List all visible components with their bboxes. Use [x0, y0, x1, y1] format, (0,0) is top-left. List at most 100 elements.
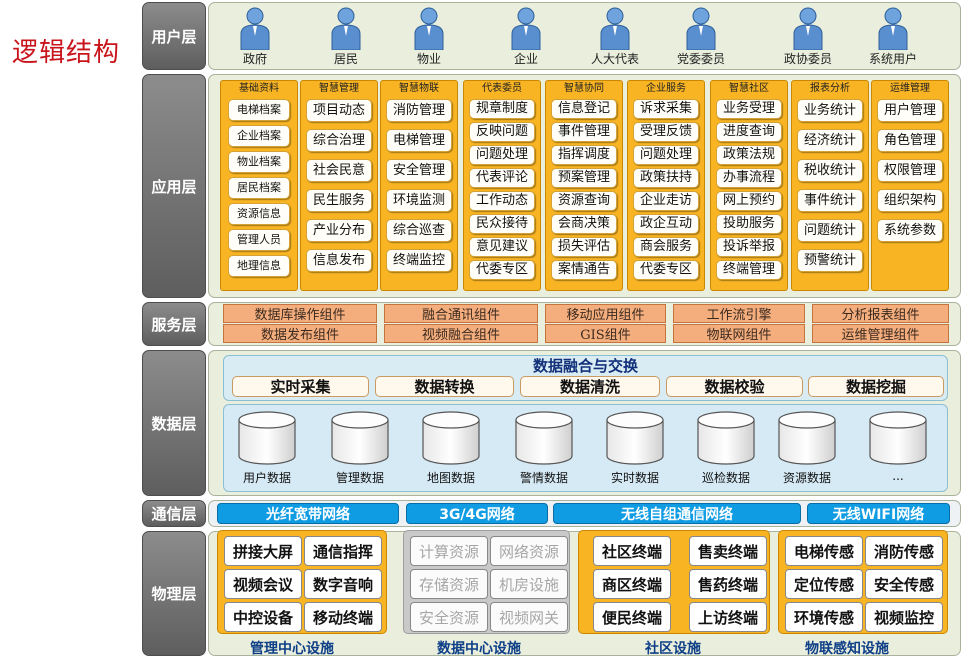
module-item[interactable]: 民众接待 [469, 214, 535, 234]
module-item[interactable]: 事件管理 [551, 122, 617, 142]
module-item[interactable]: 诉求采集 [633, 99, 699, 119]
facility-item[interactable]: 售卖终端 [689, 536, 767, 566]
facility-item[interactable]: 电梯传感 [785, 536, 863, 566]
service-component[interactable]: 数据库操作组件 [223, 304, 377, 323]
module-item[interactable]: 综合巡查 [386, 219, 452, 242]
module-item[interactable]: 电梯档案 [228, 99, 290, 121]
module-item[interactable]: 投助服务 [716, 214, 782, 234]
network-3[interactable]: 无线WIFI网络 [807, 503, 950, 524]
module-item[interactable]: 社会民意 [306, 159, 372, 182]
module-item[interactable]: 工作动态 [469, 191, 535, 211]
facility-item[interactable]: 移动终端 [304, 602, 382, 632]
module-item[interactable]: 代表评论 [469, 168, 535, 188]
module-item[interactable]: 政企互动 [633, 214, 699, 234]
facility-item[interactable]: 视频监控 [865, 602, 943, 632]
service-component[interactable]: 融合通讯组件 [384, 304, 538, 323]
facility-item[interactable]: 视频会议 [224, 569, 302, 599]
module-item[interactable]: 消防管理 [386, 99, 452, 122]
network-1[interactable]: 3G/4G网络 [406, 503, 548, 524]
service-component[interactable]: 运维管理组件 [812, 324, 949, 343]
module-item[interactable]: 税收统计 [797, 159, 863, 182]
module-item[interactable]: 办事流程 [716, 168, 782, 188]
module-item[interactable]: 产业分布 [306, 219, 372, 242]
module-item[interactable]: 民生服务 [306, 189, 372, 212]
module-item[interactable]: 资源查询 [551, 191, 617, 211]
facility-item[interactable]: 社区终端 [593, 536, 671, 566]
module-item[interactable]: 信息发布 [306, 249, 372, 272]
module-item[interactable]: 问题处理 [633, 145, 699, 165]
module-item[interactable]: 商会服务 [633, 237, 699, 257]
module-item[interactable]: 角色管理 [877, 129, 943, 152]
module-item[interactable]: 环境监测 [386, 189, 452, 212]
data-op[interactable]: 数据清洗 [520, 376, 660, 397]
data-op[interactable]: 实时采集 [232, 376, 369, 397]
service-component[interactable]: 物联网组件 [673, 324, 805, 343]
module-item[interactable]: 终端监控 [386, 249, 452, 272]
module-item[interactable]: 系统参数 [877, 219, 943, 242]
module-item[interactable]: 意见建议 [469, 237, 535, 257]
facility-item[interactable]: 机房设施 [490, 569, 568, 599]
facility-item[interactable]: 上访终端 [689, 602, 767, 632]
module-item[interactable]: 综合治理 [306, 129, 372, 152]
module-item[interactable]: 居民档案 [228, 177, 290, 199]
module-item[interactable]: 网上预约 [716, 191, 782, 211]
module-item[interactable]: 权限管理 [877, 159, 943, 182]
facility-item[interactable]: 数字音响 [304, 569, 382, 599]
service-component[interactable]: GIS组件 [545, 324, 666, 343]
module-item[interactable]: 信息登记 [551, 99, 617, 119]
module-item[interactable]: 预案管理 [551, 168, 617, 188]
network-2[interactable]: 无线自组通信网络 [553, 503, 801, 524]
service-component[interactable]: 分析报表组件 [812, 304, 949, 323]
module-item[interactable]: 代委专区 [633, 260, 699, 280]
module-item[interactable]: 项目动态 [306, 99, 372, 122]
facility-item[interactable]: 中控设备 [224, 602, 302, 632]
facility-item[interactable]: 网络资源 [490, 536, 568, 566]
service-component[interactable]: 工作流引擎 [673, 304, 805, 323]
module-item[interactable]: 企业走访 [633, 191, 699, 211]
facility-item[interactable]: 通信指挥 [304, 536, 382, 566]
module-item[interactable]: 政策扶持 [633, 168, 699, 188]
module-item[interactable]: 反映问题 [469, 122, 535, 142]
facility-item[interactable]: 便民终端 [593, 602, 671, 632]
module-item[interactable]: 问题统计 [797, 219, 863, 242]
network-0[interactable]: 光纤宽带网络 [217, 503, 399, 524]
module-item[interactable]: 代委专区 [469, 260, 535, 280]
module-item[interactable]: 管理人员 [228, 229, 290, 251]
facility-item[interactable]: 定位传感 [785, 569, 863, 599]
module-item[interactable]: 地理信息 [228, 255, 290, 277]
module-item[interactable]: 损失评估 [551, 237, 617, 257]
module-item[interactable]: 进度查询 [716, 122, 782, 142]
module-item[interactable]: 组织架构 [877, 189, 943, 212]
module-item[interactable]: 规章制度 [469, 99, 535, 119]
module-item[interactable]: 电梯管理 [386, 129, 452, 152]
facility-item[interactable]: 计算资源 [410, 536, 488, 566]
module-item[interactable]: 用户管理 [877, 99, 943, 122]
facility-item[interactable]: 消防传感 [865, 536, 943, 566]
module-item[interactable]: 政策法规 [716, 145, 782, 165]
module-item[interactable]: 投诉举报 [716, 237, 782, 257]
module-item[interactable]: 企业档案 [228, 125, 290, 147]
facility-item[interactable]: 拼接大屏 [224, 536, 302, 566]
module-item[interactable]: 业务统计 [797, 99, 863, 122]
facility-item[interactable]: 商区终端 [593, 569, 671, 599]
data-op[interactable]: 数据校验 [666, 376, 803, 397]
module-item[interactable]: 会商决策 [551, 214, 617, 234]
module-item[interactable]: 事件统计 [797, 189, 863, 212]
module-item[interactable]: 物业档案 [228, 151, 290, 173]
facility-item[interactable]: 售药终端 [689, 569, 767, 599]
module-item[interactable]: 预警统计 [797, 249, 863, 272]
module-item[interactable]: 指挥调度 [551, 145, 617, 165]
service-component[interactable]: 数据发布组件 [223, 324, 377, 343]
data-op[interactable]: 数据挖掘 [808, 376, 944, 397]
facility-item[interactable]: 存储资源 [410, 569, 488, 599]
service-component[interactable]: 视频融合组件 [384, 324, 538, 343]
module-item[interactable]: 经济统计 [797, 129, 863, 152]
module-item[interactable]: 问题处理 [469, 145, 535, 165]
module-item[interactable]: 资源信息 [228, 203, 290, 225]
facility-item[interactable]: 安全传感 [865, 569, 943, 599]
data-op[interactable]: 数据转换 [375, 376, 514, 397]
module-item[interactable]: 业务受理 [716, 99, 782, 119]
facility-item[interactable]: 环境传感 [785, 602, 863, 632]
service-component[interactable]: 移动应用组件 [545, 304, 666, 323]
facility-item[interactable]: 安全资源 [410, 602, 488, 632]
